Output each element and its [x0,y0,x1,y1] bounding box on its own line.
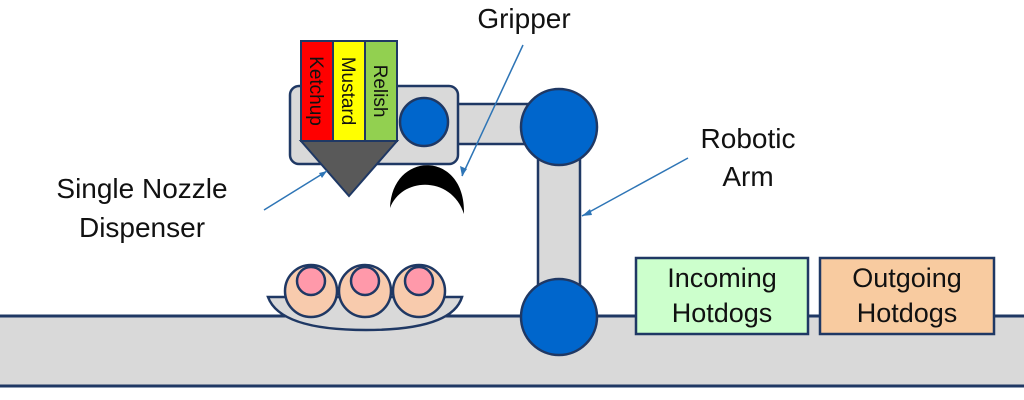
dispenser-label-line2: Dispenser [79,212,205,243]
canister-label-mustard: Mustard [337,57,358,126]
gripper-leader-arrowhead [460,166,467,176]
arm-joint-base [519,277,599,357]
incoming-hotdogs-bin [634,256,810,336]
incoming-bin-label-line2: Hotdogs [672,298,773,328]
robotic-arm-leader-arrowhead [582,209,592,216]
gripper-leader-line [461,44,524,177]
dispenser-leader-line [263,170,328,211]
hotdog [337,263,393,319]
robotic-arm-label-line1: Robotic [701,123,796,154]
gripper-claw [390,165,465,214]
dispenser-nozzle [298,140,400,198]
incoming-bin-label-line1: Incoming [667,263,777,293]
outgoing-bin-label-line1: Outgoing [852,263,962,293]
hotdog [391,263,447,319]
robotic-arm-label-line2: Arm [722,161,773,192]
canister-label-ketchup: Ketchup [305,56,326,126]
canister-label-relish: Relish [369,65,390,118]
canister-mustard [332,40,366,142]
canister-ketchup [300,40,334,142]
dispenser-leader-arrowhead [319,171,327,178]
dispenser-label-line1: Single Nozzle [56,173,227,204]
arm-joint-wrist [398,96,450,148]
canister-relish [364,40,398,142]
outgoing-hotdogs-bin [818,256,996,336]
hotdog [283,263,339,319]
outgoing-bin-label-line2: Hotdogs [857,298,958,328]
gripper-label: Gripper [477,3,570,34]
robotic-arm-leader-line [581,157,689,217]
hotdog-group [283,263,447,319]
arm-joint-elbow [519,87,599,167]
